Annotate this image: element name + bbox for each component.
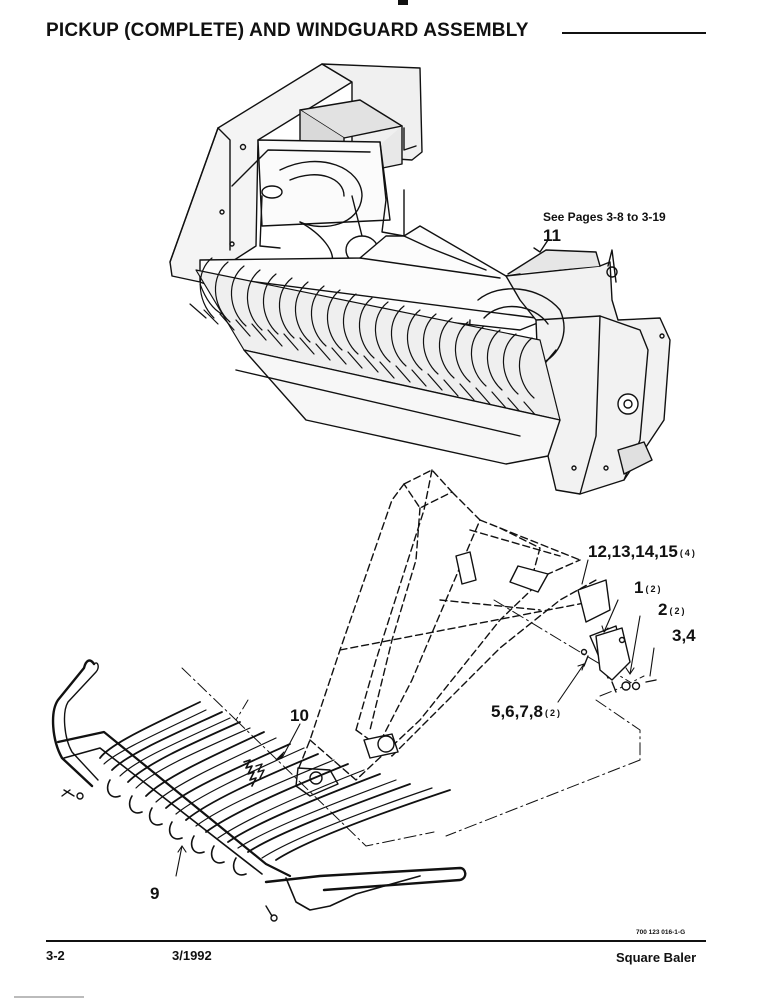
mounting-frame — [297, 469, 601, 781]
front-skirt — [235, 349, 561, 465]
callout-qty: (2) — [545, 708, 562, 718]
callout-2: 2(2) — [658, 600, 686, 620]
page-number: 3-2 — [46, 948, 65, 963]
windguard-assembly — [51, 659, 467, 922]
callout-label: 11 — [543, 226, 561, 245]
callout-label: 10 — [290, 706, 309, 725]
document-number: 700 123 016-1-G — [636, 929, 686, 936]
callout-qty: (2) — [669, 606, 687, 616]
scan-artifact — [14, 996, 84, 998]
callout-10: 10 — [290, 706, 309, 726]
title-rule — [562, 32, 706, 34]
callout-label: 3,4 — [672, 626, 696, 645]
callout-label: 5,6,7,8 — [491, 702, 543, 721]
reference-note: See Pages 3-8 to 3-19 — [543, 210, 666, 224]
callout-qty: (4) — [679, 548, 697, 558]
product-name: Square Baler — [616, 950, 697, 965]
callout-leaders — [175, 559, 655, 877]
callout-12-15: 12,13,14,15(4) — [588, 542, 697, 562]
callout-1: 1(2) — [634, 578, 662, 598]
left-side-shield — [169, 63, 353, 283]
footer-rule — [46, 940, 706, 942]
callout-9: 9 — [150, 884, 159, 904]
page-title: PICKUP (COMPLETE) AND WINDGUARD ASSEMBLY — [46, 20, 529, 41]
callout-3-4: 3,4 — [672, 626, 696, 646]
frame-solid-parts — [295, 551, 625, 797]
callout-label: 12,13,14,15 — [588, 542, 678, 561]
page-top-mark — [398, 0, 408, 5]
alignment-lines — [181, 599, 645, 847]
auger-housing — [231, 139, 405, 269]
callout-qty: (2) — [645, 584, 663, 594]
hardware-fasteners — [580, 627, 657, 693]
callout-label: 1 — [634, 578, 644, 597]
callout-5-8: 5,6,7,8(2) — [491, 702, 562, 722]
callout-11: 11 — [543, 226, 561, 246]
pickup-assembly — [169, 63, 671, 495]
callout-label: 2 — [658, 600, 668, 619]
callout-11-leader — [533, 239, 549, 253]
callout-label: 9 — [150, 884, 160, 903]
publication-date: 3/1992 — [172, 948, 212, 963]
